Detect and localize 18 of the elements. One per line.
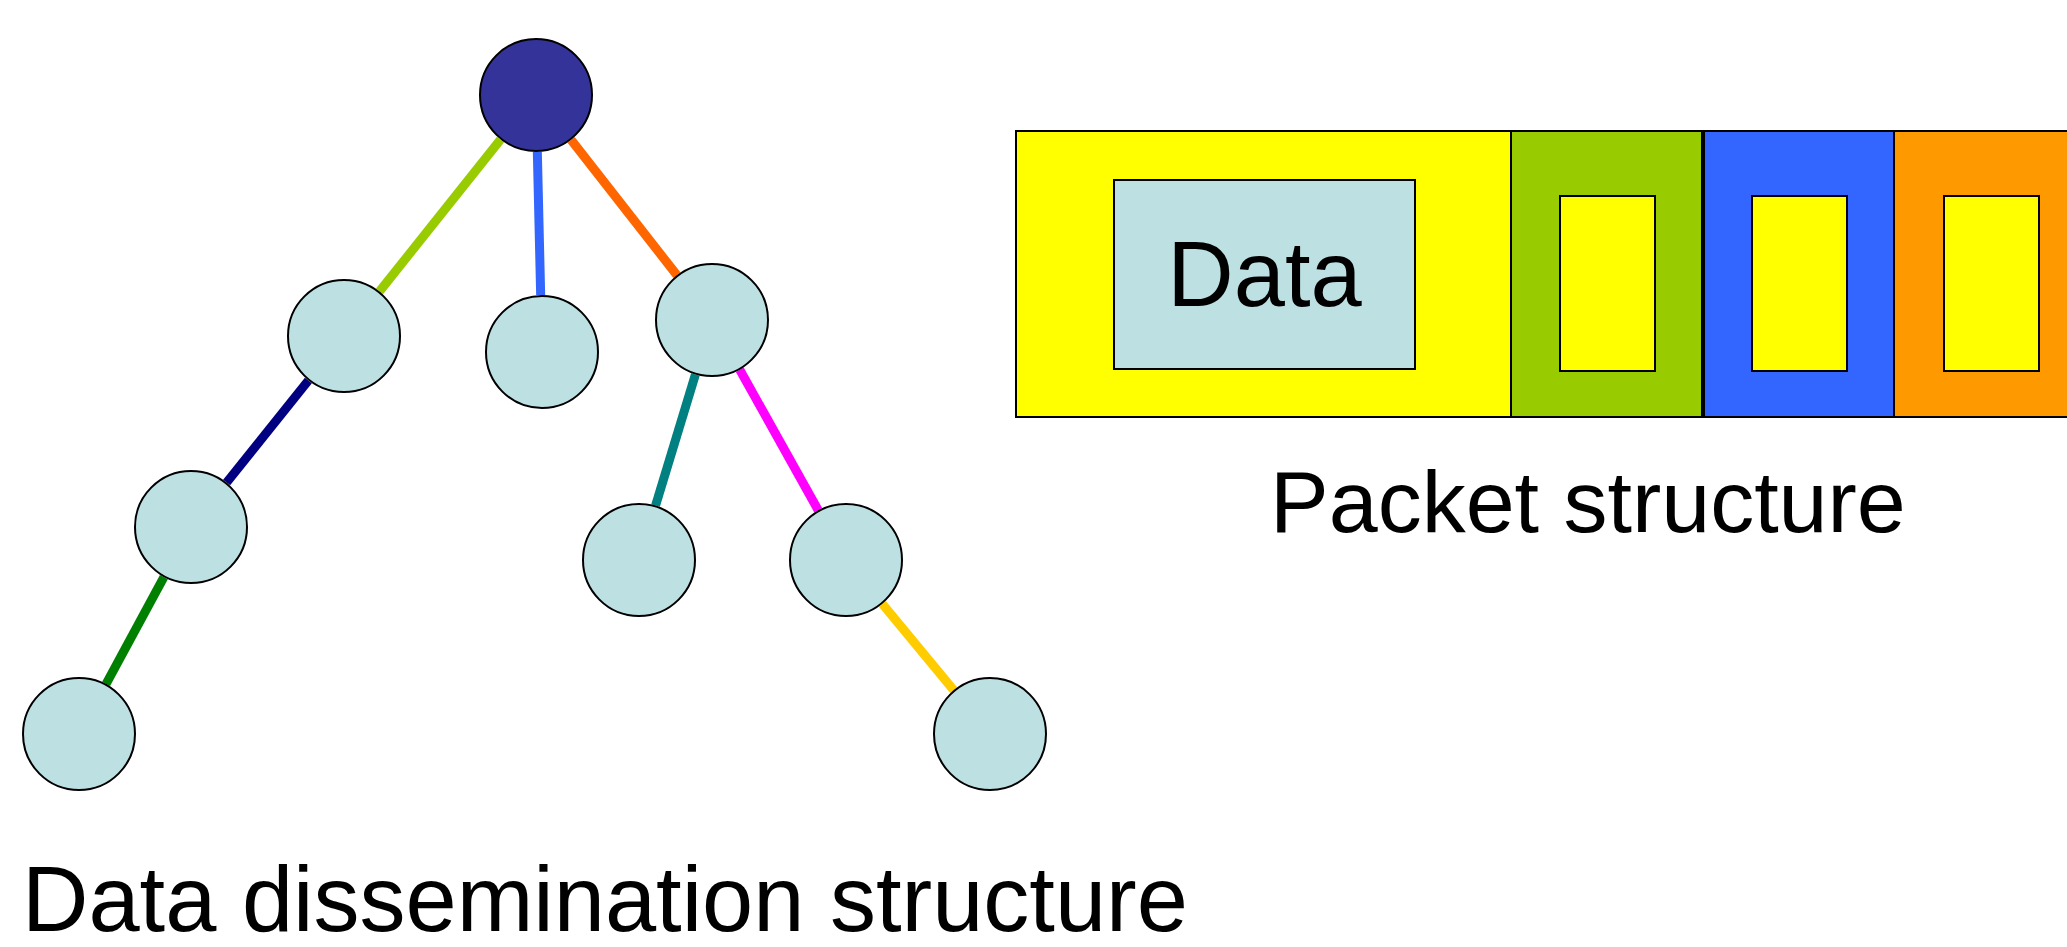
tree-link [532, 151, 546, 296]
packet-field-box [1559, 195, 1656, 372]
packet-field-box [1015, 130, 1512, 418]
tree-link [651, 373, 700, 507]
tree-link [567, 137, 681, 278]
packet-field-box [1510, 130, 1703, 418]
packet-field-box [1703, 130, 1895, 418]
tree-link [102, 575, 168, 686]
tree-link [376, 136, 504, 295]
caption-text: Packet structure [1270, 458, 1906, 546]
caption-text: Data dissemination structure [22, 853, 1188, 945]
data-field-box: Data [1113, 179, 1416, 370]
tree-link [878, 601, 958, 693]
tree-link [735, 367, 823, 513]
packet-field-box [1893, 130, 2067, 418]
packet-field-box [1943, 195, 2040, 372]
packet-field-box [1751, 195, 1848, 372]
tree-link [223, 377, 312, 486]
